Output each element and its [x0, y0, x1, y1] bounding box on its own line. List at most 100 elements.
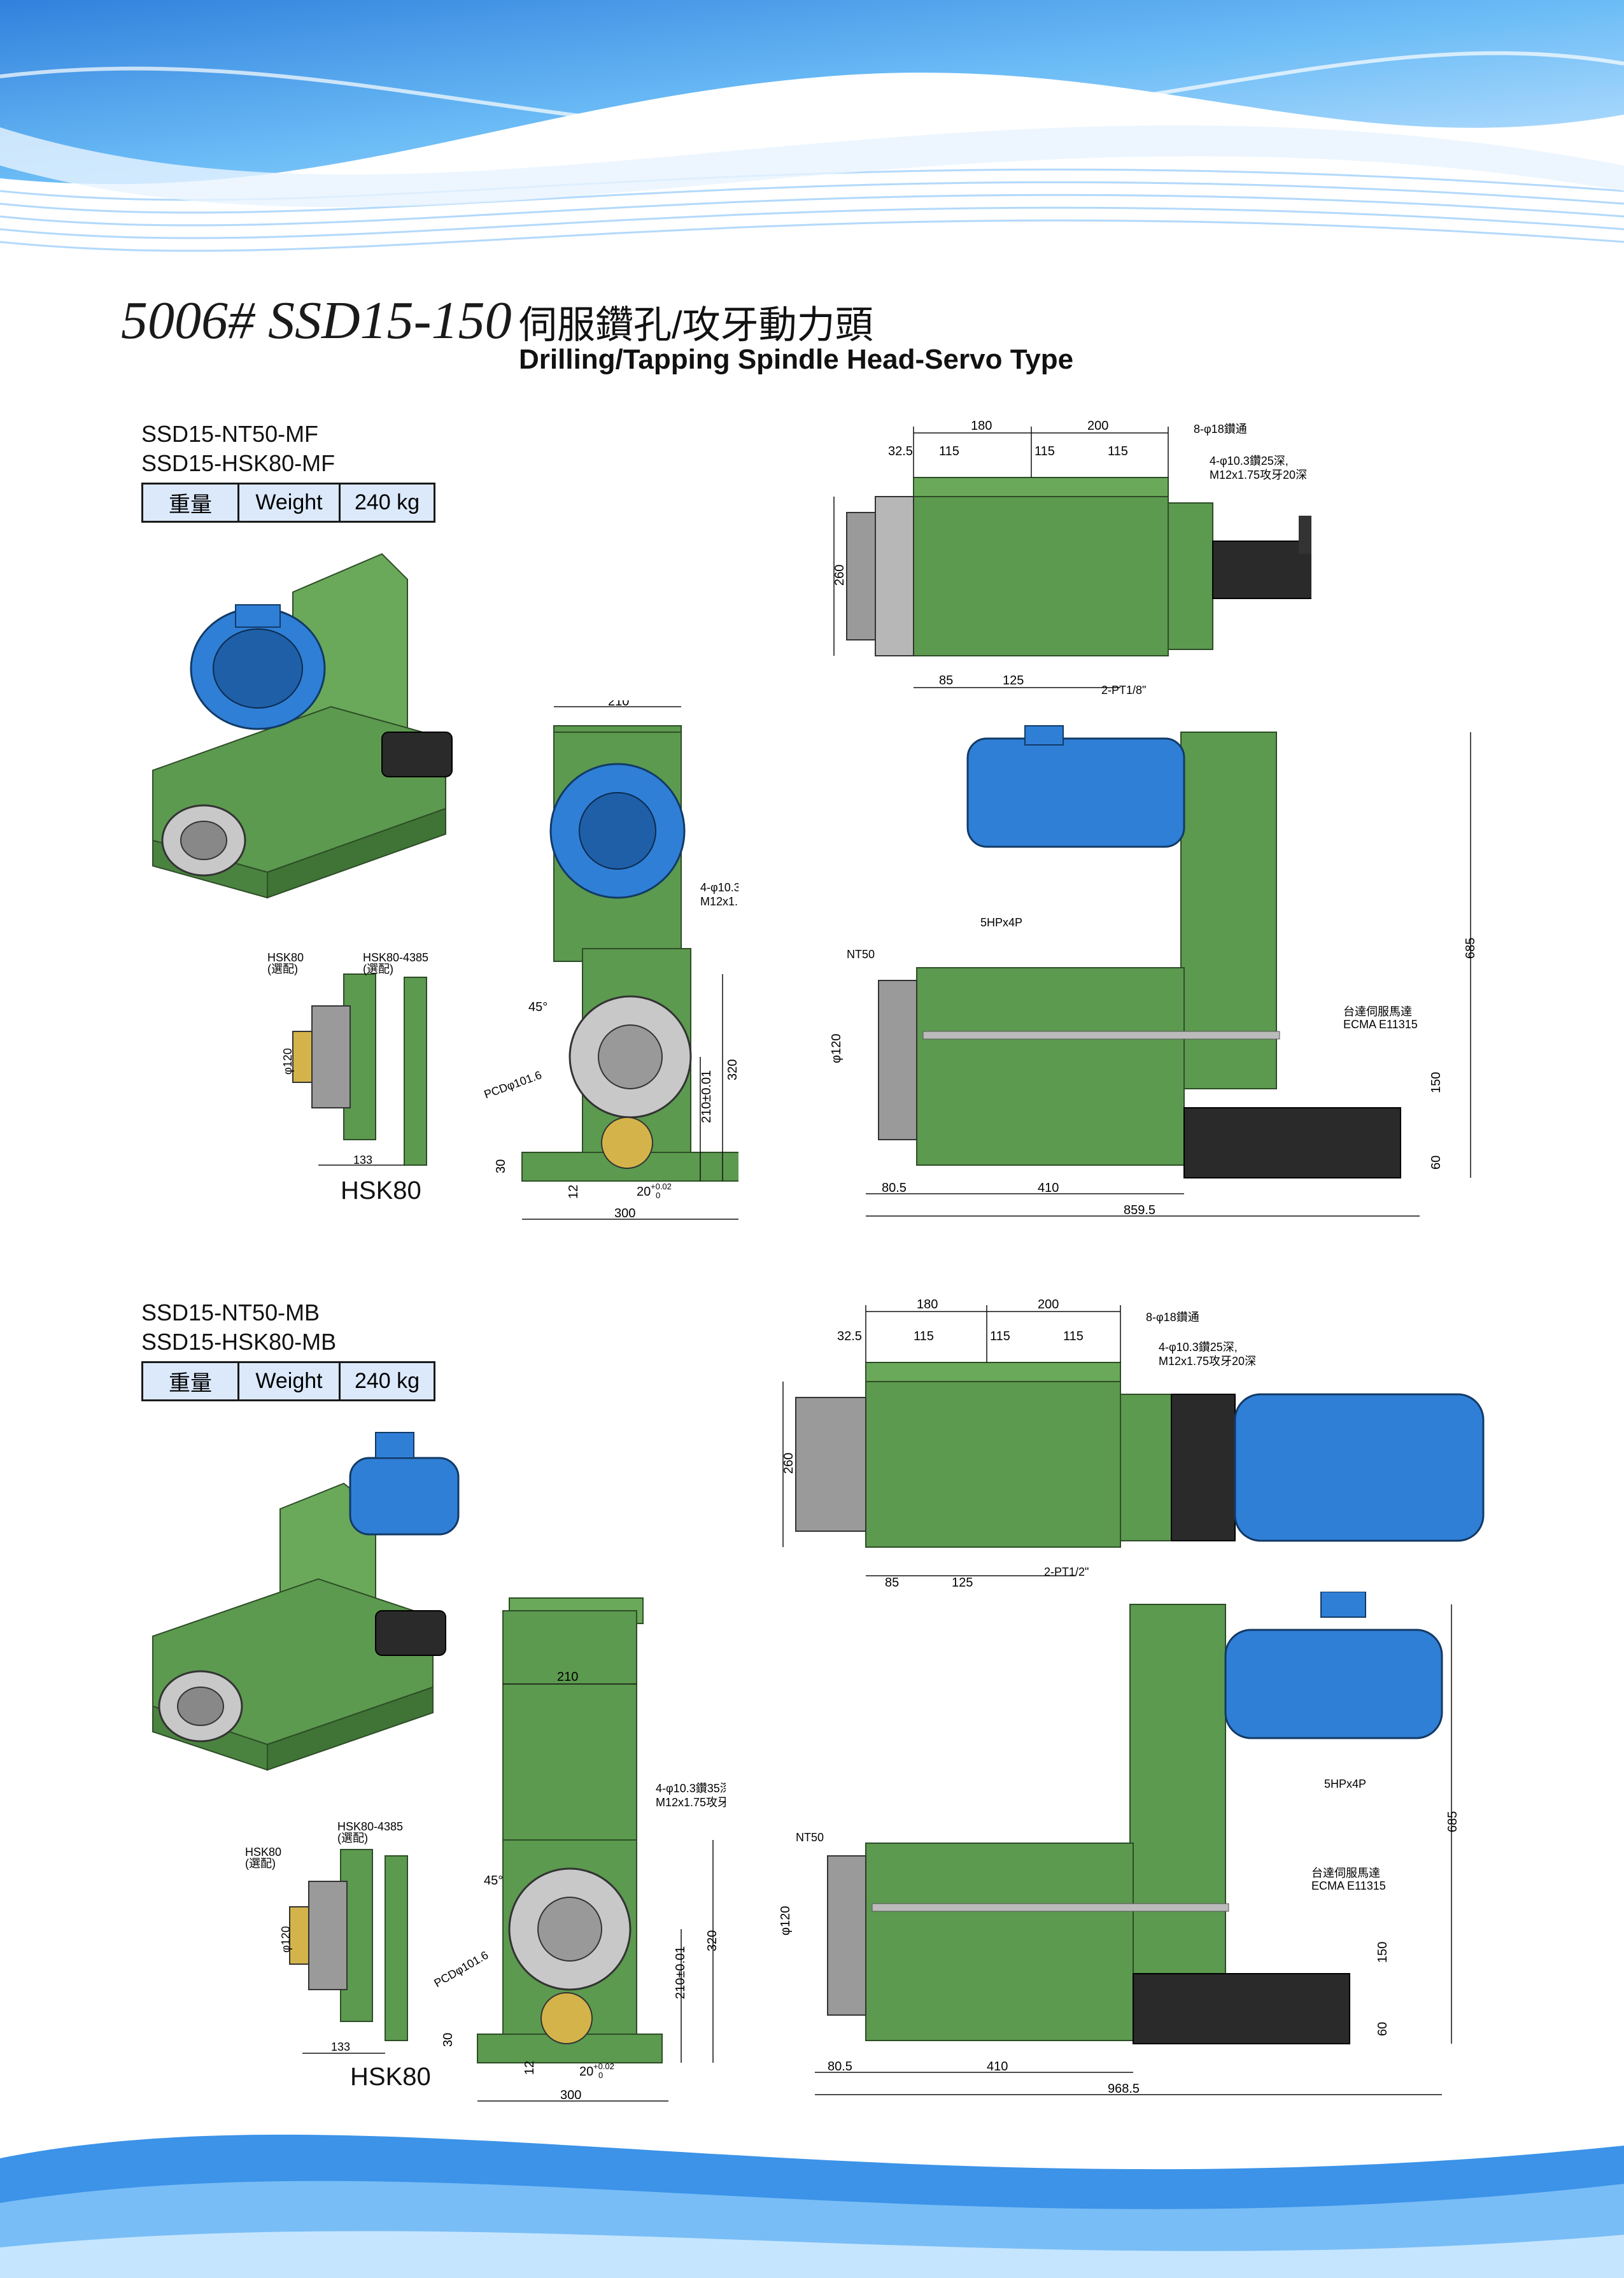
- svg-text:60: 60: [1376, 2022, 1390, 2036]
- svg-text:115: 115: [1034, 444, 1055, 458]
- title-english: Drilling/Tapping Spindle Head-Servo Type: [519, 344, 1074, 375]
- svg-text:ECMA E11315: ECMA E11315: [1343, 1018, 1418, 1031]
- section1-weight-table: 重量 Weight 240 kg: [141, 483, 435, 523]
- svg-text:HSK80-4385: HSK80-4385: [337, 1820, 403, 1833]
- section1-front-view: 210 4-φ10.3鑽35深, M12x1.75攻牙30深 45° PCDφ1…: [484, 700, 738, 1220]
- svg-text:859.5: 859.5: [1124, 1203, 1155, 1217]
- svg-text:30: 30: [494, 1159, 508, 1173]
- svg-text:45°: 45°: [484, 1874, 503, 1888]
- svg-text:30: 30: [441, 2033, 455, 2047]
- svg-text:320: 320: [726, 1059, 738, 1080]
- svg-text:M12x1.75攻牙20深: M12x1.75攻牙20深: [1210, 469, 1307, 481]
- svg-text:HSK80: HSK80: [267, 951, 304, 964]
- section1-variant-2: SSD15-HSK80-MF: [141, 450, 335, 476]
- svg-text:0: 0: [656, 1191, 660, 1200]
- weight-value: 240 kg: [339, 483, 435, 523]
- svg-text:φ120: φ120: [281, 1048, 294, 1075]
- svg-text:180: 180: [917, 1298, 938, 1312]
- svg-text:φ120: φ120: [279, 1926, 292, 1953]
- svg-text:(選配): (選配): [267, 963, 298, 975]
- section1-hsk-label: HSK80: [341, 1177, 421, 1205]
- svg-text:180: 180: [971, 419, 992, 433]
- svg-text:210: 210: [557, 1670, 578, 1684]
- svg-text:台達伺服馬達: 台達伺服馬達: [1311, 1867, 1380, 1879]
- svg-text:(選配): (選配): [363, 963, 393, 975]
- svg-text:M12x1.75攻牙30深: M12x1.75攻牙30深: [656, 1796, 726, 1809]
- svg-text:4-φ10.3鑽25深,: 4-φ10.3鑽25深,: [1159, 1341, 1238, 1354]
- svg-text:300: 300: [560, 2088, 581, 2102]
- top-wave-decoration: [0, 0, 1624, 252]
- svg-text:M12x1.75攻牙30深: M12x1.75攻牙30深: [700, 895, 738, 908]
- svg-text:320: 320: [705, 1930, 719, 1951]
- svg-text:150: 150: [1376, 1942, 1390, 1963]
- svg-text:4-φ10.3鑽35深,: 4-φ10.3鑽35深,: [656, 1782, 726, 1795]
- svg-text:0: 0: [598, 2070, 603, 2080]
- svg-text:8-φ18鑽通: 8-φ18鑽通: [1194, 423, 1247, 435]
- weight-label-en: Weight: [237, 483, 341, 523]
- svg-text:60: 60: [1429, 1156, 1443, 1170]
- svg-text:133: 133: [353, 1154, 372, 1166]
- svg-text:115: 115: [990, 1329, 1010, 1343]
- svg-text:85: 85: [885, 1576, 899, 1590]
- svg-text:M12x1.75攻牙20深: M12x1.75攻牙20深: [1159, 1355, 1256, 1368]
- svg-text:5HPx4P: 5HPx4P: [1324, 1778, 1366, 1790]
- svg-text:410: 410: [1038, 1181, 1059, 1195]
- svg-text:80.5: 80.5: [828, 2060, 852, 2074]
- section1-hsk-detail: HSK80 (選配) HSK80-4385 (選配) φ120 133: [267, 951, 428, 1166]
- svg-text:125: 125: [952, 1576, 973, 1590]
- svg-text:133: 133: [331, 2041, 350, 2053]
- svg-text:210±0.01: 210±0.01: [674, 1946, 688, 1999]
- svg-text:PCDφ101.6: PCDφ101.6: [484, 1068, 543, 1101]
- svg-text:200: 200: [1038, 1298, 1059, 1312]
- svg-text:12: 12: [523, 2061, 537, 2075]
- section2-weight-table: 重量 Weight 240 kg: [141, 1361, 435, 1401]
- section1-variant-1: SSD15-NT50-MF: [141, 421, 319, 447]
- svg-text:685: 685: [1446, 1811, 1460, 1832]
- svg-text:32.5: 32.5: [837, 1329, 862, 1343]
- svg-text:4-φ10.3鑽25深,: 4-φ10.3鑽25深,: [1210, 455, 1289, 467]
- svg-text:HSK80-4385: HSK80-4385: [363, 951, 428, 964]
- svg-text:115: 115: [939, 444, 959, 458]
- svg-text:125: 125: [1003, 674, 1024, 688]
- svg-text:115: 115: [1108, 444, 1128, 458]
- bottom-wave-decoration: [0, 2134, 1624, 2278]
- model-number: 5006# SSD15-150: [121, 291, 512, 350]
- svg-text:12: 12: [567, 1185, 581, 1199]
- section2-front-view: 210 4-φ10.3鑽35深, M12x1.75攻牙30深 45° PCDφ1…: [433, 1597, 726, 2102]
- section1-isometric-view: [152, 553, 453, 899]
- weight-label-cn: 重量: [141, 1361, 239, 1401]
- svg-text:968.5: 968.5: [1108, 2082, 1140, 2096]
- svg-text:NT50: NT50: [847, 948, 875, 961]
- svg-text:685: 685: [1464, 938, 1478, 959]
- svg-text:20: 20: [579, 2065, 593, 2079]
- svg-text:260: 260: [833, 565, 847, 586]
- svg-text:(選配): (選配): [245, 1857, 276, 1870]
- svg-text:5HPx4P: 5HPx4P: [980, 916, 1022, 929]
- svg-text:φ120: φ120: [830, 1034, 844, 1063]
- svg-text:+0.02: +0.02: [651, 1182, 672, 1191]
- section2-top-view: 180 200 32.5 115 115 115 260 85 125 8-φ1…: [782, 1298, 1485, 1590]
- svg-text:4-φ10.3鑽35深,: 4-φ10.3鑽35深,: [700, 881, 738, 894]
- title-chinese: 伺服鑽孔/攻牙動力頭: [519, 304, 873, 346]
- svg-text:210±0.01: 210±0.01: [700, 1070, 714, 1123]
- section2-variant-1: SSD15-NT50-MB: [141, 1299, 320, 1326]
- section1-top-view: 180 200 32.5 115 115 115 260 85 125 8-φ1…: [833, 419, 1311, 697]
- svg-text:32.5: 32.5: [888, 444, 913, 458]
- svg-text:410: 410: [987, 2060, 1008, 2074]
- svg-text:8-φ18鑽通: 8-φ18鑽通: [1146, 1311, 1199, 1324]
- svg-text:20: 20: [637, 1185, 651, 1199]
- svg-text:2-PT1/8": 2-PT1/8": [1101, 684, 1146, 697]
- section2-hsk-label: HSK80: [350, 2063, 431, 2091]
- svg-text:2-PT1/2": 2-PT1/2": [1044, 1566, 1089, 1578]
- svg-text:台達伺服馬達: 台達伺服馬達: [1343, 1005, 1412, 1018]
- svg-text:210: 210: [608, 700, 629, 709]
- weight-label-cn: 重量: [141, 483, 239, 523]
- svg-text:260: 260: [782, 1453, 796, 1474]
- svg-text:80.5: 80.5: [882, 1181, 907, 1195]
- svg-text:150: 150: [1429, 1072, 1443, 1093]
- svg-text:200: 200: [1087, 419, 1108, 433]
- svg-text:φ120: φ120: [779, 1906, 793, 1935]
- svg-text:115: 115: [914, 1329, 934, 1343]
- weight-label-en: Weight: [237, 1361, 341, 1401]
- svg-text:+0.02: +0.02: [593, 2062, 614, 2071]
